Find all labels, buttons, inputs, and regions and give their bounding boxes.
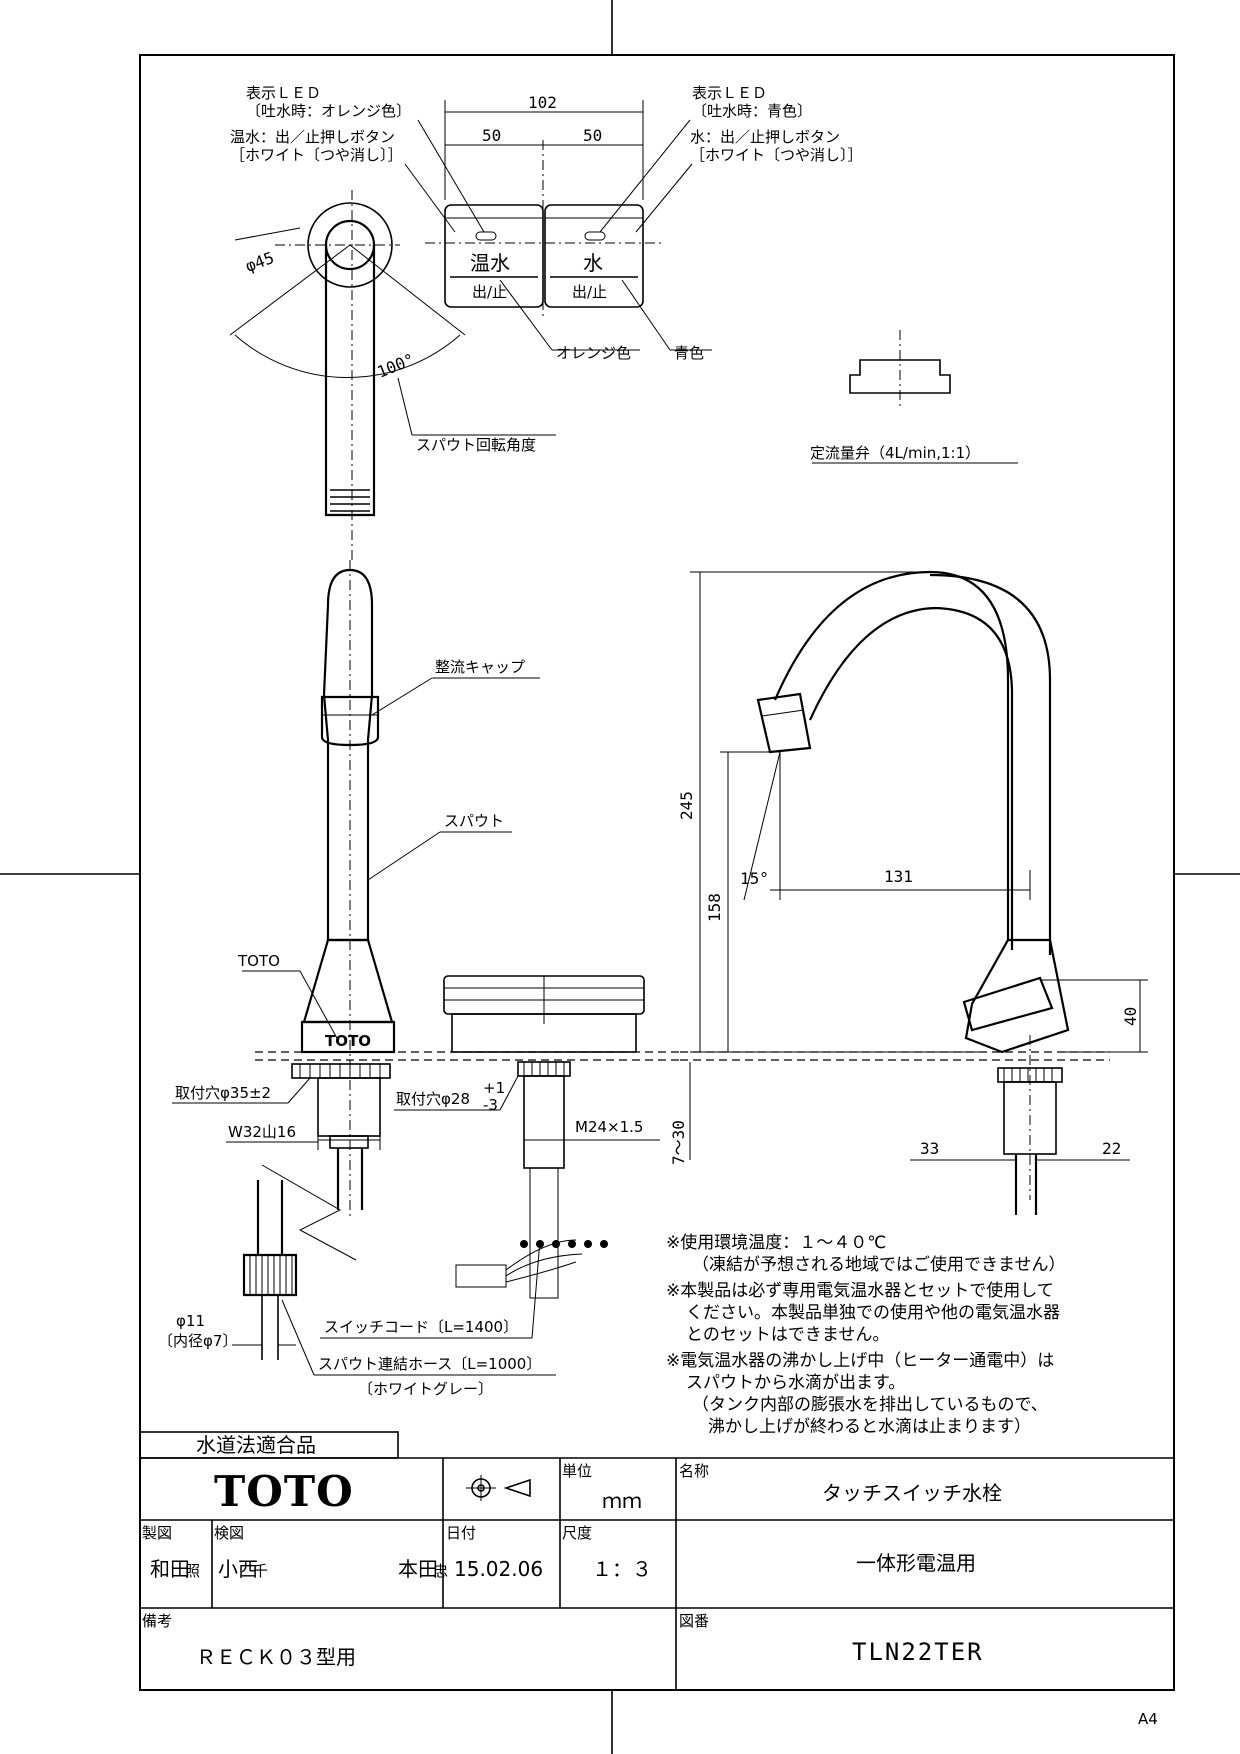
btn-right-note: ［ホワイト〔つや消し〕］: [690, 146, 863, 164]
hot-led: [475, 231, 497, 241]
note-line: とのセットはできません。: [686, 1325, 889, 1345]
valve-label: 定流量弁（4L/min,1:1）: [810, 444, 980, 462]
date-label: 日付: [446, 1524, 476, 1542]
dim-50-left: 50: [482, 126, 501, 145]
phi11-label: φ11: [176, 1312, 205, 1330]
orange-label: オレンジ色: [556, 344, 631, 362]
led-left-note: 〔吐水時：オレンジ色〕: [246, 102, 411, 120]
note-line: スパウトから水滴が出ます。: [686, 1373, 905, 1393]
checked-by: 小西: [218, 1557, 258, 1581]
toto-logo: TOTO: [214, 1467, 354, 1516]
side-aerator: [756, 692, 812, 754]
dim-22: 22: [1102, 1139, 1121, 1158]
m24-label: M24×1.5: [575, 1118, 643, 1136]
spout-label: スパウト: [444, 812, 504, 830]
btn-left-note: ［ホワイト〔つや消し〕］: [230, 146, 403, 164]
drawn-label: 製図: [142, 1524, 172, 1542]
hose-label: スパウト連結ホース〔L=1000〕: [318, 1355, 541, 1373]
blue-label: 青色: [674, 344, 704, 362]
unit-value: ｍｍ: [602, 1489, 642, 1513]
cold-button-sub: 出/止: [572, 283, 607, 301]
date-value: 15.02.06: [454, 1557, 543, 1581]
btn-right-title: 水：出／止押しボタン: [690, 128, 840, 146]
hole28-label: 取付穴φ28: [396, 1090, 470, 1108]
led-right-title: 表示ＬＥＤ: [692, 84, 767, 102]
switch-cord-label: スイッチコード〔L=1400〕: [324, 1318, 518, 1336]
dim-40: 40: [1121, 1007, 1140, 1026]
escutcheon: [307, 202, 393, 288]
dim-245: 245: [677, 791, 696, 820]
drawn-seal: 照: [185, 1562, 200, 1580]
hot-button-label: 温水: [470, 251, 510, 275]
cold-button-label: 水: [583, 251, 603, 275]
cap-label: 整流キャップ: [435, 658, 525, 676]
remarks-label: 備考: [142, 1612, 172, 1630]
dim-102: 102: [528, 93, 557, 112]
note-line: ください。本製品単独での使用や他の電気温水器: [686, 1302, 1060, 1323]
led-left-title: 表示ＬＥＤ: [246, 84, 321, 102]
drawing-no-label: 図番: [679, 1612, 709, 1630]
projection-symbol: [466, 1475, 531, 1501]
hot-button-sub: 出/止: [472, 283, 507, 301]
hole28-plus: +1: [483, 1079, 505, 1097]
hole28-minus: -3: [483, 1096, 498, 1114]
aerator-cap: [320, 695, 380, 747]
cold-led: [584, 231, 606, 241]
rotation-arc: [234, 334, 461, 378]
front-view: TOTO TOTO 整流キャップ スパウト 取付穴φ35±2 W32山16: [158, 560, 680, 1398]
side-view: 245 158 7～30 15° 131 40 33 22: [669, 570, 1148, 1215]
note-line: ※使用環境温度：１～４０℃: [666, 1232, 886, 1253]
hole35-label: 取付穴φ35±2: [175, 1084, 271, 1102]
subname-value: 一体形電温用: [856, 1551, 976, 1575]
angle-text: 100°: [374, 350, 417, 382]
note-line: ※電気温水器の沸かし上げ中（ヒーター通電中）は: [666, 1351, 1054, 1371]
name-value: タッチスイッチ水栓: [822, 1481, 1002, 1505]
cold-button-box[interactable]: [544, 204, 644, 308]
front-spout: [322, 568, 374, 942]
note-line: ※本製品は必ず専用電気温水器とセットで使用して: [666, 1280, 1054, 1301]
dim-50-right: 50: [583, 126, 602, 145]
name-label: 名称: [679, 1462, 709, 1480]
note-line: （凍結が予想される地域ではご使用できません）: [692, 1254, 1066, 1275]
stamp-label: 水道法適合品: [196, 1433, 316, 1457]
w32-label: W32山16: [228, 1123, 296, 1141]
dia45-text: φ45: [243, 248, 277, 276]
led-right-note: 〔吐水時：青色〕: [692, 102, 812, 120]
angle-15: 15°: [740, 869, 769, 888]
inner7-label: 〔内径φ7〕: [158, 1332, 237, 1350]
hose-color-label: 〔ホワイトグレー〕: [358, 1380, 493, 1398]
body-mark: TOTO: [325, 1032, 371, 1050]
dim-131: 131: [884, 867, 913, 886]
approved-by: 本田: [398, 1557, 438, 1581]
note-line: （タンク内部の膨張水を排出しているもので、: [692, 1395, 1048, 1415]
hose-nut: [242, 1253, 298, 1297]
scale-value: １：３: [592, 1557, 652, 1581]
checked-label: 検図: [214, 1524, 244, 1542]
sheet-border: [139, 54, 1175, 1691]
side-body: [964, 938, 1070, 1054]
unit-label: 単位: [562, 1462, 592, 1480]
title-block: 水道法適合品 TOTO 単位 ｍｍ 名称 タッチスイッチ水栓 製図 検図 和田 …: [139, 1431, 1174, 1690]
notes: ※使用環境温度：１～４０℃ （凍結が予想される地域ではご使用できません） ※本製…: [666, 1232, 1066, 1437]
btn-left-title: 温水：出／止押しボタン: [230, 128, 395, 146]
top-view: φ45 100° スパウト回転角度 温水 水 出/止 出/止 102 50 50…: [229, 84, 1018, 560]
checked-seal: 千: [253, 1562, 268, 1580]
spout-plan: [324, 245, 376, 480]
toto-label: TOTO: [237, 952, 280, 970]
flow-valve: [849, 359, 951, 394]
dim-33: 33: [920, 1139, 939, 1158]
note-line: 沸かし上げが終わると水滴は止まります）: [708, 1417, 1031, 1437]
remarks-value: ＲＥＣＫ０３型用: [196, 1645, 356, 1669]
dim-7-30: 7～30: [669, 1120, 688, 1165]
drawn-by: 和田: [150, 1557, 190, 1581]
scale-label: 尺度: [562, 1524, 592, 1542]
drawing-no-value: TLN22TER: [852, 1638, 984, 1666]
rotation-label: スパウト回転角度: [416, 436, 536, 454]
faucet-body: [302, 938, 394, 1024]
dim-158: 158: [705, 893, 724, 922]
paper-size: A4: [1138, 1710, 1158, 1728]
approved-seal: 忠: [433, 1562, 448, 1580]
